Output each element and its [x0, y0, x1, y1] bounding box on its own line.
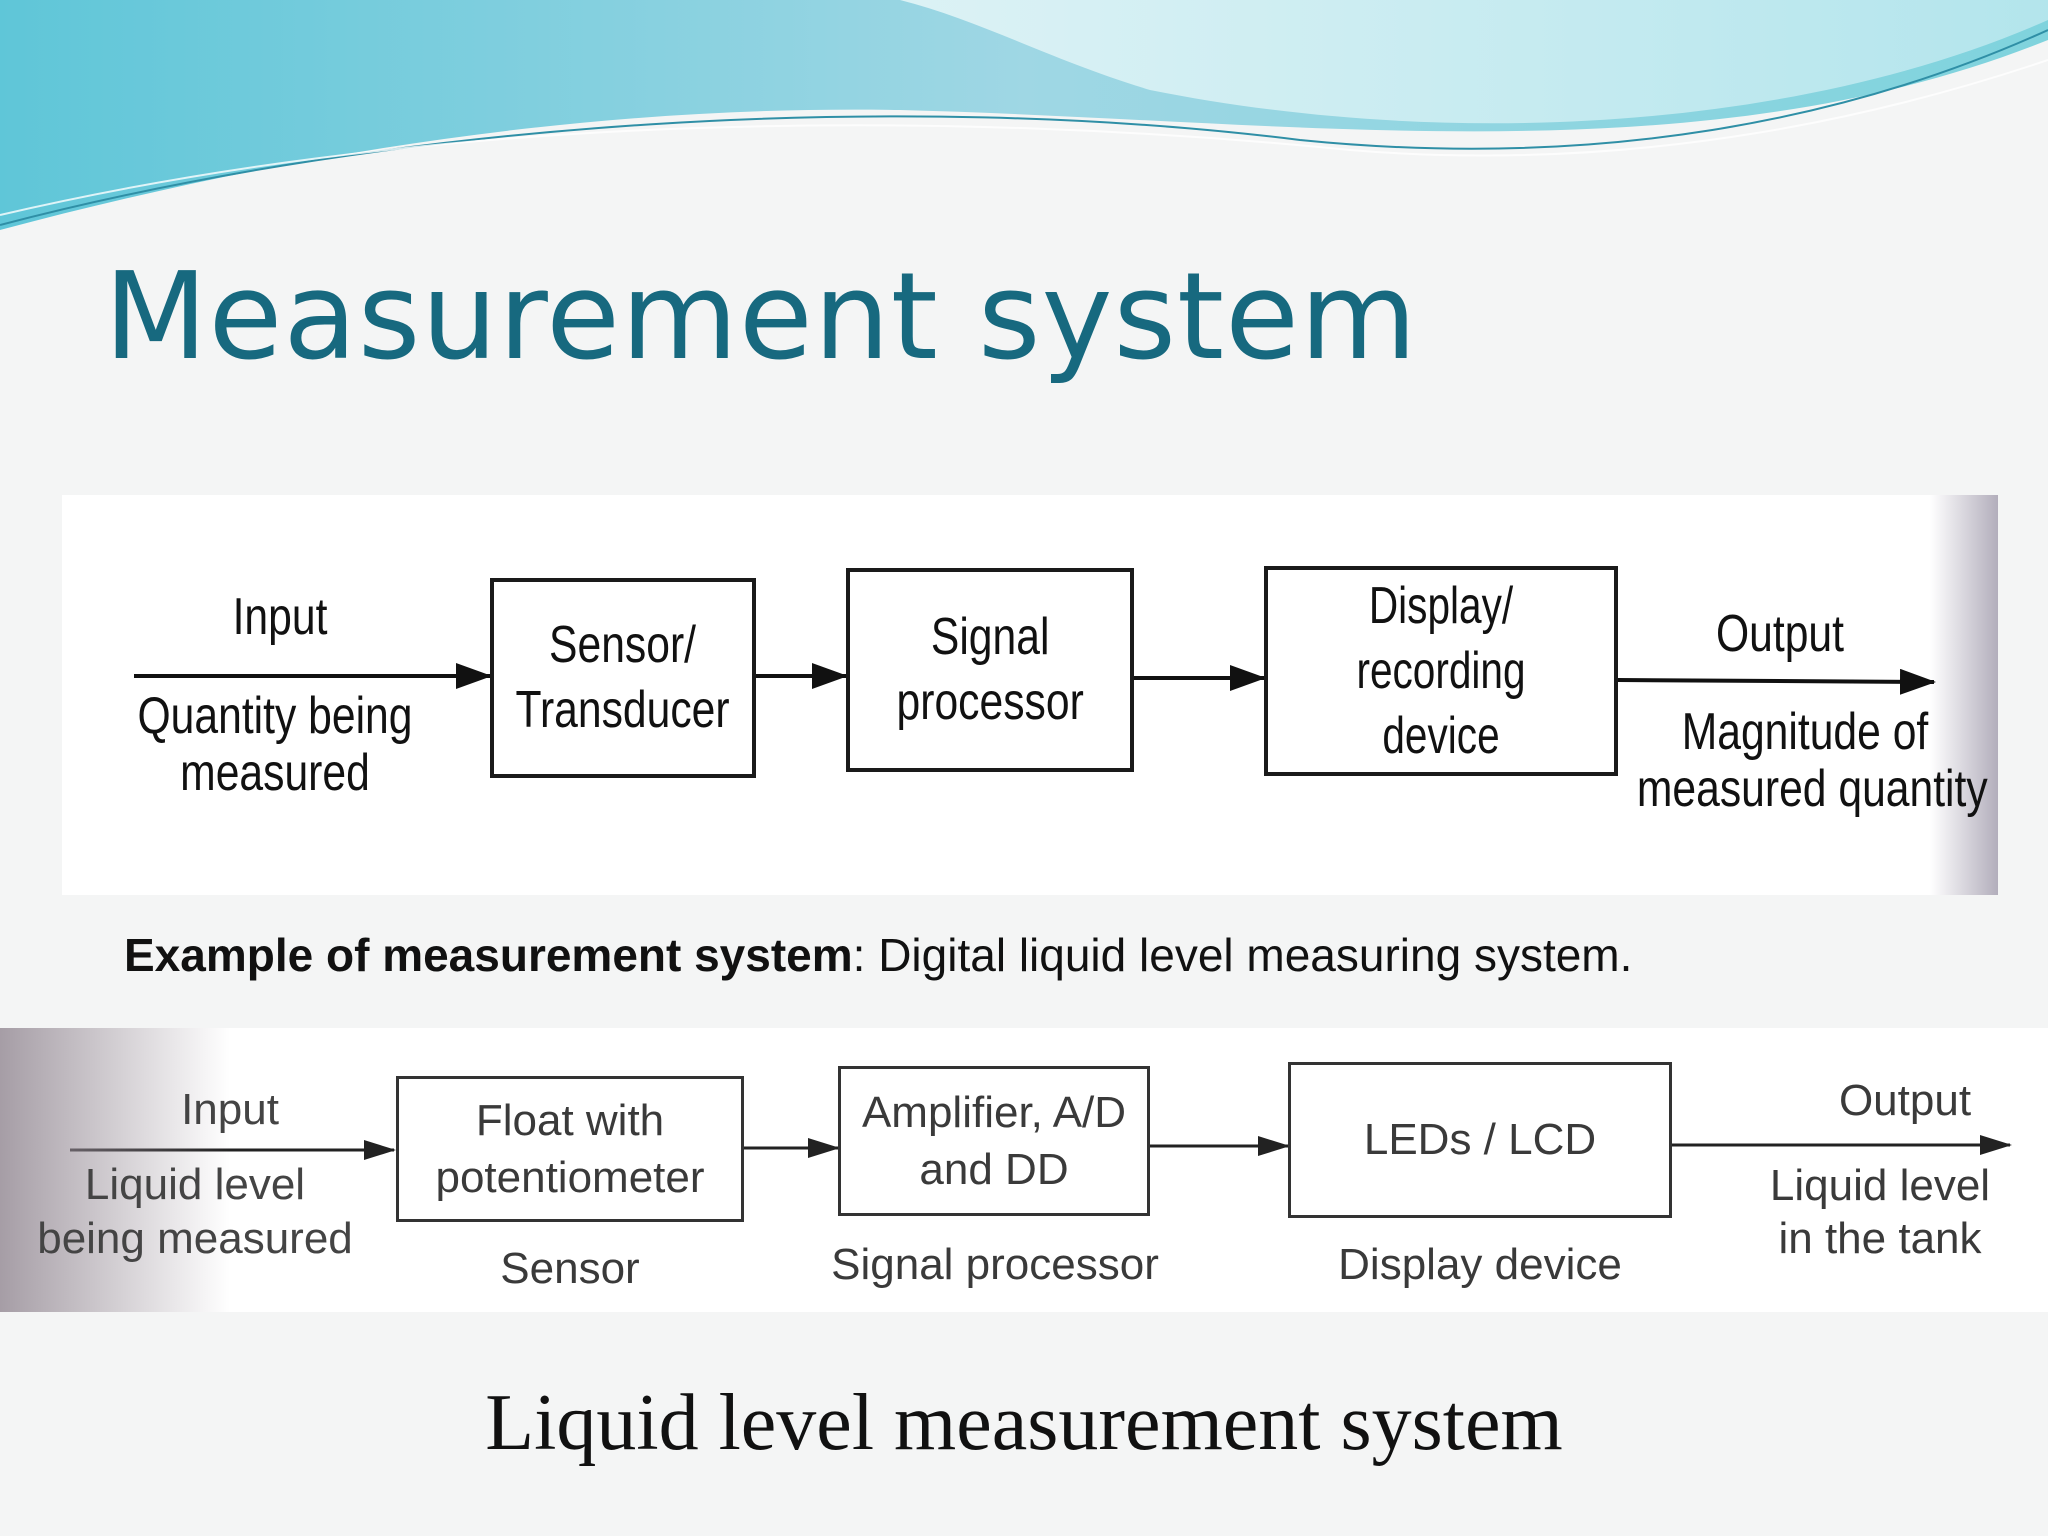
- block-label: and DD: [919, 1145, 1069, 1194]
- scan-shadow: [1930, 495, 1998, 895]
- output2-label: Output: [1838, 1076, 1972, 1125]
- amplifier-ad-block: Amplifier, A/D and DD: [838, 1066, 1150, 1216]
- block-label: Float with: [475, 1095, 665, 1145]
- example-bold: Example of measurement system: [124, 929, 853, 981]
- block-label: Display/: [1368, 576, 1514, 635]
- slide-title: Measurement system: [104, 248, 1418, 387]
- output-desc-line-2: measured quantity: [1636, 760, 1988, 819]
- figure-caption: Liquid level measurement system: [485, 1379, 1563, 1467]
- block-label: Sensor/: [549, 616, 697, 674]
- input-label: Input: [232, 588, 328, 646]
- scan-shadow-left: [0, 1028, 230, 1312]
- sensor-caption: Sensor: [500, 1244, 640, 1293]
- input-desc-line-1: Quantity being: [137, 687, 413, 745]
- signal-processor-caption: Signal processor: [831, 1240, 1159, 1289]
- input2-description: Liquid level being measured: [10, 1158, 380, 1265]
- output-label: Output: [1715, 605, 1844, 663]
- block-label: Signal: [930, 608, 1050, 666]
- arrow-output: [1617, 668, 1936, 695]
- block-label: potentiometer: [435, 1153, 705, 1202]
- leds-lcd-block: LEDs / LCD: [1288, 1062, 1672, 1218]
- header-wave-decoration: [0, 0, 2048, 230]
- example-text: Example of measurement system: Digital l…: [124, 928, 1632, 982]
- input-desc-line-2: measured: [180, 744, 370, 803]
- block-label: Transducer: [515, 681, 731, 739]
- input2-label: Input: [181, 1085, 279, 1134]
- float-potentiometer-block: Float with potentiometer: [396, 1076, 744, 1222]
- input2-desc-line-2: being measured: [37, 1213, 353, 1263]
- block-label: Amplifier, A/D: [861, 1087, 1127, 1137]
- output2-description: Liquid level in the tank: [1720, 1160, 2040, 1266]
- signal-processor-block: Signal processor: [846, 568, 1134, 772]
- block-label: LEDs / LCD: [1363, 1115, 1597, 1164]
- input-description: Quantity being measured: [127, 687, 422, 803]
- display-recording-block: Display/ recording device: [1264, 566, 1618, 776]
- block-label: processor: [896, 673, 1084, 731]
- output-desc-line-1: Magnitude of: [1681, 703, 1929, 761]
- example-rest: : Digital liquid level measuring system.: [852, 929, 1633, 981]
- sensor-transducer-block: Sensor/ Transducer: [490, 578, 756, 778]
- output-description: Magnitude of measured quantity: [1637, 703, 1988, 818]
- block-diagram-general: [62, 495, 1998, 895]
- output2-desc-line-1: Liquid level: [1769, 1161, 1991, 1210]
- input2-desc-line-1: Liquid level: [84, 1160, 306, 1209]
- output2-desc-line-2: in the tank: [1778, 1213, 1982, 1263]
- block-label: recording device: [1356, 641, 1526, 765]
- display-device-caption: Display device: [1338, 1240, 1622, 1289]
